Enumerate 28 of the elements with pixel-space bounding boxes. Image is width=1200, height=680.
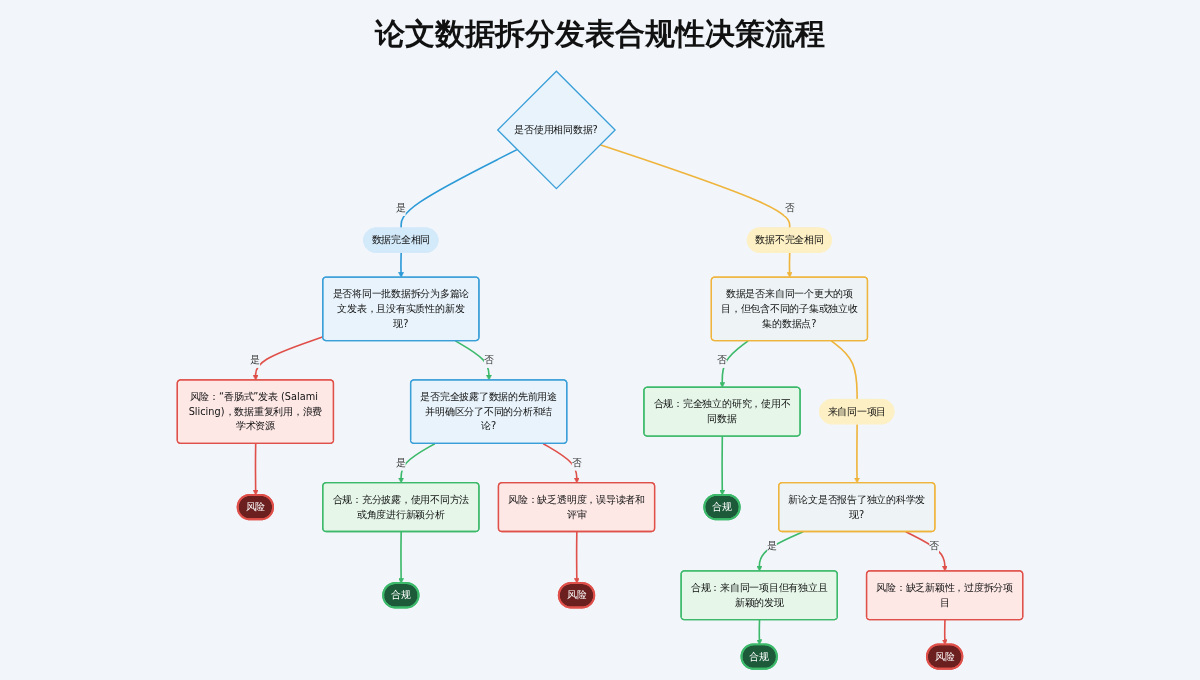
- arrow: [941, 619, 948, 645]
- arrow: [904, 531, 948, 572]
- edge-label: 是: [395, 202, 406, 214]
- edge-label: 是: [250, 354, 261, 366]
- arrow: [252, 442, 259, 496]
- node-diamond: 是否使用相同数据?: [496, 70, 617, 190]
- edge-label: 否: [784, 202, 795, 214]
- arrow: [573, 531, 580, 584]
- arrow: [398, 251, 404, 278]
- arrow: [719, 340, 749, 388]
- edge-label: 是: [767, 539, 777, 552]
- edge-label: 否: [717, 354, 727, 366]
- arrow: [398, 531, 404, 584]
- arrow: [454, 340, 492, 381]
- arrow: [756, 531, 804, 572]
- edge-label: 否: [929, 539, 940, 552]
- connector: [830, 340, 858, 401]
- arrow: [756, 619, 763, 645]
- arrow: [398, 442, 436, 484]
- arrow: [786, 251, 793, 278]
- edge-label: 否: [571, 457, 582, 469]
- arrow: [542, 442, 580, 484]
- edge-label: 是: [395, 457, 406, 469]
- diagram-title: 论文数据拆分发表合规性决策流程: [373, 15, 826, 53]
- arrow: [252, 335, 324, 381]
- edge-label: 否: [483, 354, 494, 366]
- arrow: [854, 423, 860, 484]
- arrow: [719, 435, 726, 496]
